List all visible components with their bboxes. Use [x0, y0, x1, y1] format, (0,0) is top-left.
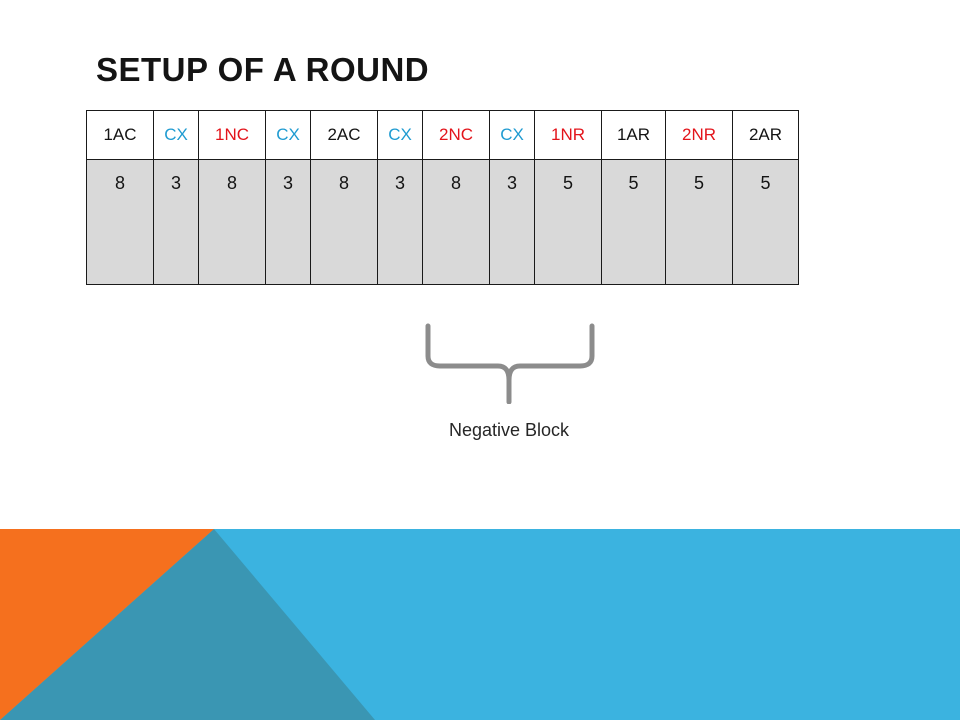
header-cell: 2AR — [732, 110, 799, 160]
header-cell: 1NR — [534, 110, 602, 160]
header-cell: 2NC — [422, 110, 490, 160]
header-cell: CX — [265, 110, 311, 160]
header-cell: CX — [377, 110, 423, 160]
value-cell: 8 — [86, 159, 154, 285]
header-cell: 1AR — [601, 110, 666, 160]
header-cell: CX — [153, 110, 199, 160]
slide-title: SETUP OF A ROUND — [96, 51, 430, 88]
header-cell: 1NC — [198, 110, 266, 160]
value-cell: 3 — [153, 159, 199, 285]
value-cell: 8 — [310, 159, 378, 285]
value-cell: 3 — [489, 159, 535, 285]
value-cell: 3 — [265, 159, 311, 285]
value-row: 8 3 8 3 8 3 8 3 5 5 5 5 — [86, 159, 799, 285]
curly-brace-icon — [420, 322, 600, 405]
value-cell: 8 — [198, 159, 266, 285]
decorative-footer — [0, 529, 960, 720]
speech-schedule-table: 1AC CX 1NC CX 2AC CX 2NC CX 1NR 1AR 2NR … — [86, 110, 799, 285]
header-cell: 1AC — [86, 110, 154, 160]
header-cell: CX — [489, 110, 535, 160]
value-cell: 3 — [377, 159, 423, 285]
footer-orange-triangle — [0, 529, 214, 720]
footer-teal-triangle — [0, 529, 375, 720]
header-row: 1AC CX 1NC CX 2AC CX 2NC CX 1NR 1AR 2NR … — [86, 110, 799, 160]
value-cell: 5 — [665, 159, 733, 285]
value-cell: 8 — [422, 159, 490, 285]
header-cell: 2NR — [665, 110, 733, 160]
value-cell: 5 — [601, 159, 666, 285]
value-cell: 5 — [534, 159, 602, 285]
header-cell: 2AC — [310, 110, 378, 160]
negative-block-label: Negative Block — [448, 420, 570, 440]
value-cell: 5 — [732, 159, 799, 285]
